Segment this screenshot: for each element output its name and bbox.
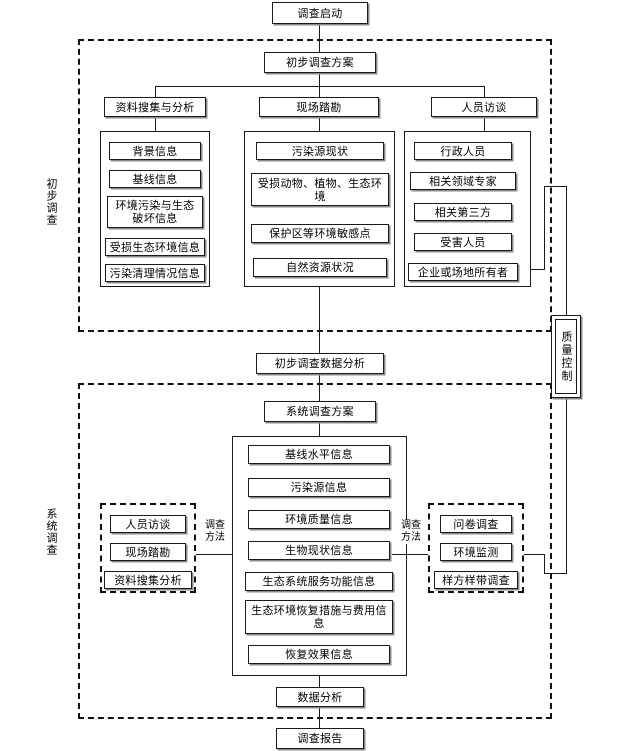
node-p2-item-0: 污染源现状: [256, 142, 384, 160]
connector-qc-lower-into-region: [524, 554, 545, 555]
node-sys-center-5: 生态环境恢复措施与费用信息: [245, 600, 393, 634]
node-sys-center-0: 基线水平信息: [248, 445, 390, 464]
connector-analysis-to-report: [319, 707, 320, 728]
connector-branch-3-down: [484, 117, 485, 131]
group-sys-center-top-left: [232, 436, 320, 437]
node-p3-item-3: 受害人员: [414, 233, 512, 251]
node-p1-item-2: 环境污染与生态破坏信息: [107, 196, 203, 228]
connector-analysis-to-system: [319, 374, 320, 401]
node-sys-right-1: 环境监测: [440, 543, 512, 561]
node-branch-header-2: 现场踏勘: [259, 97, 379, 117]
label-method-left: 调查方法: [202, 520, 228, 544]
node-p3-item-0: 行政人员: [414, 142, 512, 160]
node-sys-center-2: 环境质量信息: [248, 510, 390, 529]
connector-group2-to-analysis: [319, 287, 320, 353]
connector-method-right-link: [392, 554, 428, 555]
region-method-left: [100, 503, 196, 593]
node-p2-item-1: 受损动物、植物、生态环境: [251, 173, 389, 206]
group-branch-1-top-left: [100, 131, 155, 132]
node-sys-center-6: 恢复效果信息: [248, 645, 390, 664]
node-p3-item-4: 企业或场地所有者: [408, 263, 518, 281]
label-method-right: 调查方法: [398, 520, 424, 544]
group-systematic-center: [232, 436, 407, 676]
region-systematic: [78, 383, 552, 719]
group-branch-1: [100, 131, 210, 287]
connector-branch-3: [484, 86, 485, 97]
node-p3-item-2: 相关第三方: [414, 203, 512, 221]
node-start: 调查启动: [272, 2, 368, 24]
connector-qc-upper-vert: [566, 186, 567, 315]
connector-start-to-preliminary: [319, 24, 320, 53]
node-p1-item-1: 基线信息: [109, 170, 201, 188]
node-sys-left-1: 现场踏勘: [110, 543, 186, 561]
node-systematic-plan: 系统调查方案: [264, 401, 376, 422]
node-report: 调查报告: [276, 728, 364, 749]
connector-syscenter-to-analysis: [319, 676, 320, 687]
region-preliminary: [78, 39, 552, 332]
connector-qc-lower-vert: [566, 398, 567, 573]
node-p1-item-0: 背景信息: [109, 142, 201, 160]
group-branch-3-top-right: [484, 131, 531, 132]
connector-plan-down: [319, 73, 320, 86]
node-sys-center-3: 生物现状信息: [248, 541, 390, 560]
node-branch-header-3: 人员访谈: [431, 97, 537, 117]
node-p2-item-2: 保护区等环境敏感点: [251, 224, 389, 243]
node-sys-center-1: 污染源信息: [248, 478, 390, 497]
region-method-right: [428, 503, 524, 593]
node-preliminary-plan: 初步调查方案: [264, 52, 376, 73]
label-preliminary-section: 初步调查: [45, 178, 58, 226]
node-sys-right-0: 问卷调查: [440, 515, 512, 533]
connector-qc-upper-horiz: [544, 186, 567, 187]
node-p2-item-3: 自然资源状况: [253, 258, 387, 277]
quality-control-inner-border: 质量控制: [555, 319, 577, 394]
connector-branch-1: [155, 86, 156, 97]
node-p1-item-3: 受损生态环境信息: [105, 238, 205, 256]
group-branch-2: [244, 131, 395, 287]
node-sys-left-0: 人员访谈: [110, 515, 186, 533]
node-branch-header-1: 资料搜集与分析: [104, 97, 206, 117]
group-branch-3-top-left: [404, 131, 484, 132]
connector-qc-upper-stub: [544, 186, 545, 269]
connector-sysplan-down: [319, 422, 320, 436]
quality-control-label: 质量控制: [560, 330, 573, 383]
node-sys-left-2: 资料搜集分析: [104, 571, 192, 589]
node-p3-item-1: 相关领域专家: [410, 172, 516, 190]
node-sys-center-4: 生态系统服务功能信息: [245, 572, 393, 591]
node-p1-item-4: 污染清理情况信息: [105, 264, 205, 282]
connector-qc-lower-stub: [544, 554, 545, 573]
node-systematic-analysis: 数据分析: [276, 687, 364, 707]
connector-qc-lower-horiz: [544, 573, 567, 574]
group-sys-center-top-right: [319, 436, 407, 437]
group-branch-3: [404, 131, 531, 287]
connector-branch-2-down: [319, 117, 320, 131]
connector-branch-2: [319, 86, 320, 97]
group-branch-1-top-right: [155, 131, 210, 132]
connector-method-left-link: [196, 554, 232, 555]
group-branch-2-top-left: [244, 131, 320, 132]
node-quality-control: 质量控制: [551, 315, 581, 398]
node-preliminary-analysis: 初步调查数据分析: [256, 353, 384, 374]
connector-branch-1-down: [155, 117, 156, 131]
label-systematic-section: 系统调查: [45, 508, 58, 556]
node-sys-right-2: 样方样带调查: [434, 571, 518, 589]
connector-qc-upper-into-region: [531, 269, 545, 270]
group-branch-2-top-right: [319, 131, 395, 132]
